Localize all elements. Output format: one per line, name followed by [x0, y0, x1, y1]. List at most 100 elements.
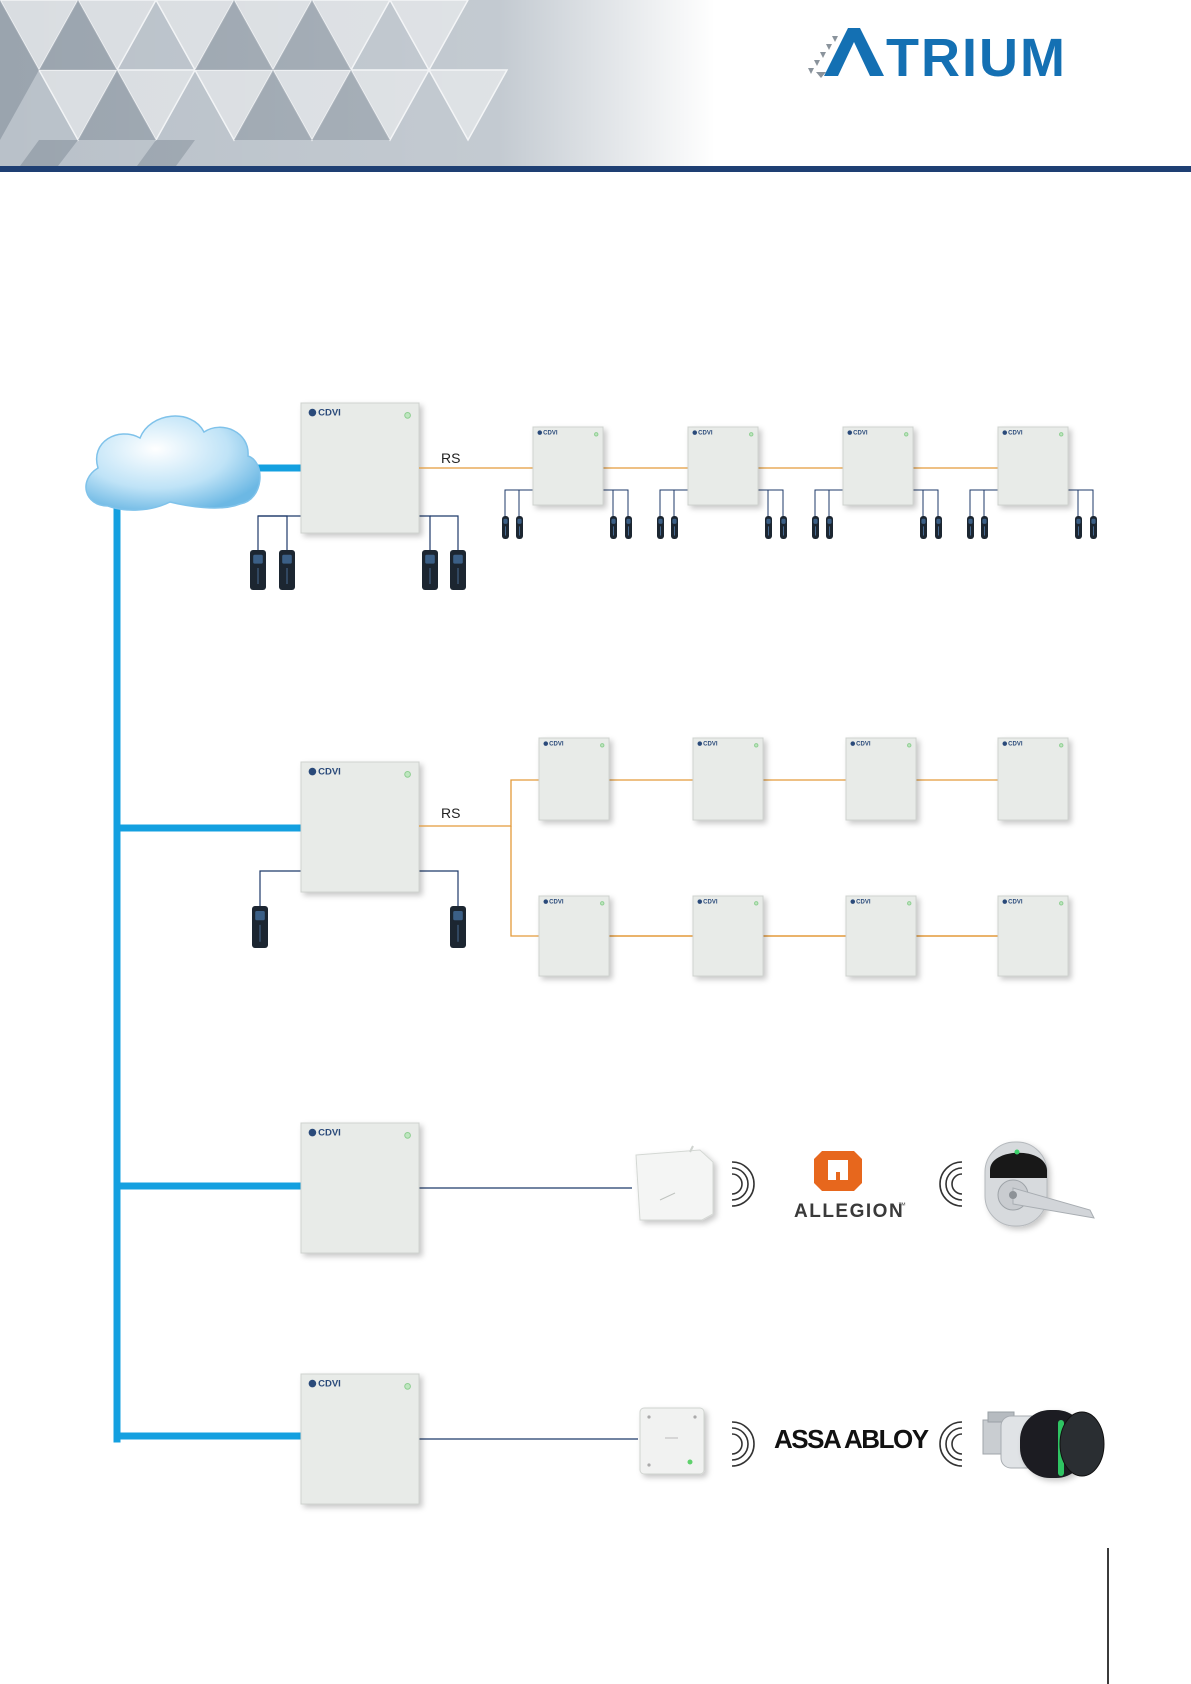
- row-1-expander-controller: CDVI: [998, 427, 1068, 505]
- controller-body: [301, 762, 419, 892]
- cloud-shape: [86, 416, 260, 510]
- row-1-expander-reader-icon: [780, 516, 787, 539]
- row-1-expander-reader-icon: [1075, 516, 1082, 539]
- row-1-daisy-chain: CDVIRSCDVICDVICDVICDVI: [250, 403, 1097, 590]
- cdvi-logo-icon: [1003, 741, 1008, 746]
- row-1-expander-controller: CDVI: [533, 427, 603, 505]
- controller-badge: CDVI: [318, 766, 341, 777]
- row-4-controller: CDVI: [301, 1374, 419, 1504]
- cdvi-logo-icon: [848, 430, 853, 435]
- status-led-icon: [601, 744, 604, 747]
- cdvi-logo-icon: [851, 899, 856, 904]
- controller-badge: CDVI: [1008, 899, 1023, 905]
- row-1-main-reader-icon: [422, 550, 438, 590]
- row-1-expander-reader-icon: [967, 516, 974, 539]
- wireless-gateway-icon: [636, 1146, 713, 1220]
- controller-badge: CDVI: [703, 899, 718, 905]
- allegion-trademark: ™: [898, 1201, 906, 1210]
- row-1-expander-reader-icon: [625, 516, 632, 539]
- row-2-main-controller: CDVI: [301, 762, 419, 892]
- controller-badge: CDVI: [703, 741, 718, 747]
- row-3-signal-waves-left-icon: [940, 1162, 962, 1206]
- controller-badge: CDVI: [853, 430, 868, 436]
- row-1-expander-reader-icon: [610, 516, 617, 539]
- controller-badge: CDVI: [318, 1127, 341, 1138]
- wireless-hub-icon: [640, 1408, 704, 1474]
- cdvi-logo-icon: [693, 430, 698, 435]
- row-1-expander-2: CDVI: [657, 427, 787, 539]
- controller-badge: CDVI: [1008, 430, 1023, 436]
- cdvi-logo-icon: [851, 741, 856, 746]
- controller-body: [846, 896, 916, 976]
- controller-body: [539, 738, 609, 820]
- controller-badge: CDVI: [698, 430, 713, 436]
- controller-badge: CDVI: [856, 741, 871, 747]
- status-led-icon: [405, 413, 411, 419]
- row-1-expander-reader-icon: [671, 516, 678, 539]
- cdvi-logo-icon: [1003, 899, 1008, 904]
- page-rule: [1107, 1548, 1109, 1684]
- status-led-icon: [601, 902, 604, 905]
- cdvi-logo-icon: [538, 430, 543, 435]
- row-1-expander-reader-icon: [935, 516, 942, 539]
- row-1-expander-3: CDVI: [812, 427, 942, 539]
- cdvi-logo-icon: [544, 741, 549, 746]
- cdvi-logo-icon: [309, 1380, 317, 1388]
- status-led-icon: [405, 1384, 411, 1390]
- row-4-signal-waves-left-icon: [940, 1422, 962, 1466]
- controller-badge: CDVI: [856, 899, 871, 905]
- controller-body: [846, 738, 916, 820]
- row-1-expander-reader-icon: [826, 516, 833, 539]
- cylinder-lock-icon: [983, 1410, 1104, 1478]
- row-2-expander-top-4: CDVI: [998, 738, 1068, 820]
- status-led-icon: [755, 902, 758, 905]
- row-4-assa-abloy: CDVI ASSA ABLOY: [301, 1374, 1104, 1504]
- row-2-expander-bottom-1: CDVI: [539, 896, 609, 976]
- row-1-expander-reader-icon: [765, 516, 772, 539]
- status-led-icon: [755, 744, 758, 747]
- row-1-expander-controller: CDVI: [688, 427, 758, 505]
- status-led-icon: [405, 772, 411, 778]
- row-2-expander-bottom-3: CDVI: [846, 896, 916, 976]
- row-1-expander-reader-icon: [920, 516, 927, 539]
- controller-badge: CDVI: [543, 430, 558, 436]
- row-1-expander-1: CDVI: [502, 427, 632, 539]
- controller-body: [843, 427, 913, 505]
- controller-body: [688, 427, 758, 505]
- row-1-expander-reader-icon: [502, 516, 509, 539]
- row-2-rs-label: RS: [441, 805, 460, 821]
- row-3-controller: CDVI: [301, 1123, 419, 1253]
- controller-body: [693, 738, 763, 820]
- controller-body: [998, 738, 1068, 820]
- row-2-expander-top-3: CDVI: [846, 738, 916, 820]
- row-2-rs-branch-top: [419, 780, 540, 826]
- controller-body: [301, 1374, 419, 1504]
- cdvi-logo-icon: [309, 1129, 317, 1137]
- row-2-rs-branch-bottom: [511, 826, 540, 936]
- cdvi-logo-icon: [698, 741, 703, 746]
- row-1-expander-reader-icon: [657, 516, 664, 539]
- cdvi-logo-icon: [309, 409, 317, 417]
- row-1-expander-controller: CDVI: [843, 427, 913, 505]
- status-led-icon: [595, 433, 598, 436]
- allegion-wordmark: ALLEGION: [794, 1201, 904, 1222]
- cdvi-logo-icon: [544, 899, 549, 904]
- row-2-two-branches: CDVI RS CDVI CDVI CDVI CDVI CDVI CDVI CDVI CDVI: [252, 738, 1068, 976]
- row-1-main-reader-icon: [450, 550, 466, 590]
- assa-abloy-wordmark: ASSA ABLOY: [774, 1424, 929, 1454]
- row-2-expander-bottom-2: CDVI: [693, 896, 763, 976]
- row-1-expander-reader-icon: [516, 516, 523, 539]
- row-2-main-reader-icon: [252, 906, 268, 948]
- status-led-icon: [1060, 744, 1063, 747]
- controller-body: [539, 896, 609, 976]
- controller-body: [998, 427, 1068, 505]
- cloud-icon: [86, 416, 260, 510]
- row-1-rs-label: RS: [441, 450, 460, 466]
- row-2-expander-top-1: CDVI: [539, 738, 609, 820]
- row-2-main-reader-icon: [450, 906, 466, 948]
- controller-body: [533, 427, 603, 505]
- status-led-icon: [908, 744, 911, 747]
- lever-lock-icon: [985, 1142, 1094, 1226]
- status-led-icon: [405, 1133, 411, 1139]
